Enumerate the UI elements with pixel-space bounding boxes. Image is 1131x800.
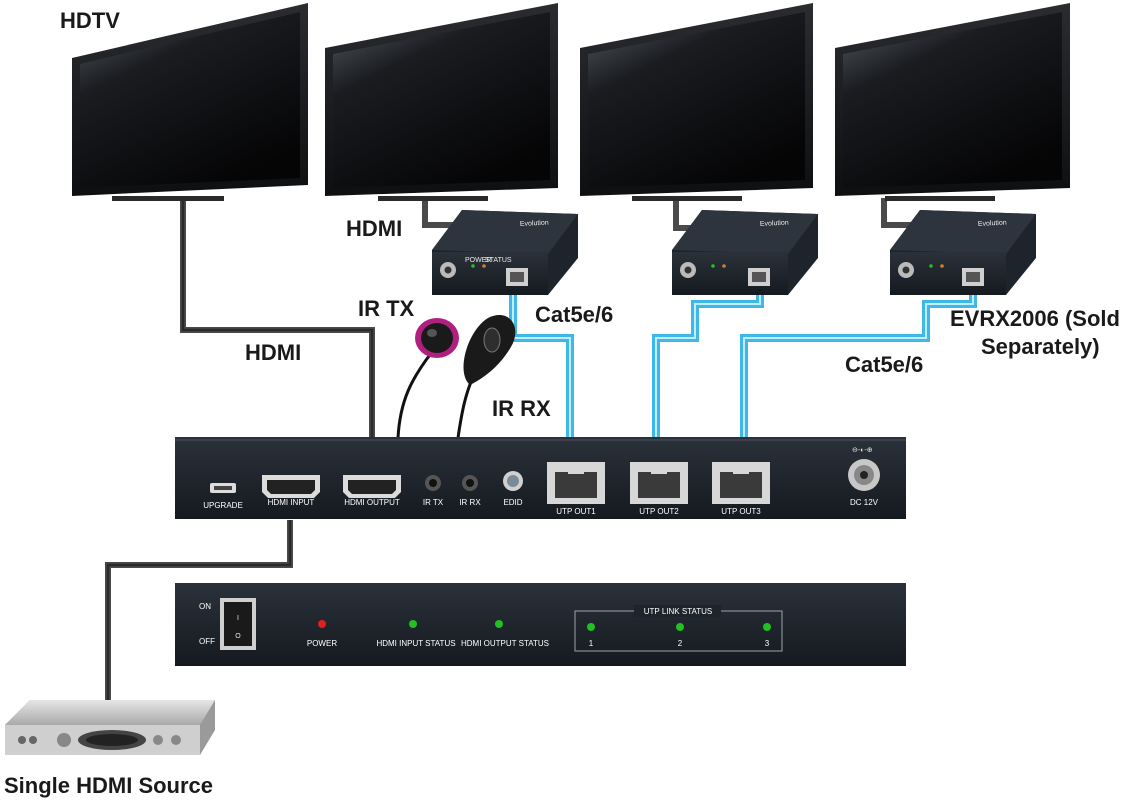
cat-label-top: Cat5e/6 — [535, 302, 614, 327]
cat-cable-1 — [509, 292, 574, 438]
port-label-hdmi-input: HDMI INPUT — [268, 498, 315, 507]
evrx-label-line2: Separately) — [981, 334, 1100, 359]
svg-text:POWER: POWER — [465, 257, 491, 264]
front-panel: ON OFF I O POWER HDMI INPUT STATUS HDMI … — [175, 583, 906, 666]
utp-out1-port — [547, 462, 605, 504]
hdmi-input-port — [262, 475, 320, 498]
port-label-hdmi-output: HDMI OUTPUT — [344, 498, 400, 507]
utp-link-status-label: UTP LINK STATUS — [644, 607, 712, 616]
hdmi-input-status-label: HDMI INPUT STATUS — [376, 639, 455, 648]
ir-rx-sensor — [463, 315, 516, 385]
port-label-dc-12v: DC 12V — [850, 498, 879, 507]
hdmi-output-status-led — [495, 620, 503, 628]
port-label-ir-rx: IR RX — [459, 498, 481, 507]
evrx-label-line1: EVRX2006 (Sold — [950, 306, 1120, 331]
ir-tx-cable — [396, 351, 434, 439]
svg-text:I: I — [237, 615, 239, 622]
hdmi-cable-tv2 — [422, 200, 462, 228]
utp-out2-port — [630, 462, 688, 504]
utp-link-led-2 — [676, 623, 684, 631]
switch-on-label: ON — [199, 602, 211, 611]
utp-number-2: 2 — [678, 639, 683, 648]
cat-label-bottom: Cat5e/6 — [845, 352, 924, 377]
ir-rx-label: IR RX — [492, 396, 551, 421]
hdtv-3 — [580, 3, 813, 201]
receiver-1: Evolution POWER STATUS — [432, 210, 578, 295]
port-label-utp-out2: UTP OUT2 — [639, 507, 679, 516]
hdmi-label-left: HDMI — [245, 340, 302, 365]
svg-text:O: O — [235, 633, 241, 640]
port-label-upgrade: UPGRADE — [203, 501, 243, 510]
utp-link-led-3 — [763, 623, 771, 631]
svg-text:Evolution: Evolution — [760, 219, 789, 228]
cat-cable-3 — [740, 292, 977, 438]
svg-text:STATUS: STATUS — [485, 257, 512, 264]
utp-out3-port — [712, 462, 770, 504]
hdmi-cable-tv4 — [881, 198, 920, 228]
utp-number-1: 1 — [589, 639, 594, 648]
port-label-edid: EDID — [503, 498, 522, 507]
utp-number-3: 3 — [765, 639, 770, 648]
ir-tx-emitter — [415, 318, 459, 358]
switch-off-label: OFF — [199, 637, 215, 646]
hdtv-2 — [325, 3, 558, 201]
svg-text:Evolution: Evolution — [978, 219, 1007, 228]
receiver-3: Evolution — [890, 210, 1036, 295]
hdmi-output-status-label: HDMI OUTPUT STATUS — [461, 639, 549, 648]
power-label: POWER — [307, 639, 337, 648]
hdmi-label-top: HDMI — [346, 216, 403, 241]
utp-link-led-1 — [587, 623, 595, 631]
svg-text:⊖-◐-⊕: ⊖-◐-⊕ — [852, 447, 873, 454]
receiver-2: Evolution — [672, 210, 818, 295]
hdmi-output-port — [343, 475, 401, 498]
source-label: Single HDMI Source — [4, 773, 214, 798]
port-label-utp-out3: UTP OUT3 — [721, 507, 761, 516]
cat-cable-2 — [652, 292, 764, 438]
back-panel: ⊖-◐-⊕ UPGRADE HDMI INPUT HDMI OUTPUT IR … — [175, 437, 906, 519]
port-label-utp-out1: UTP OUT1 — [556, 507, 596, 516]
power-switch[interactable]: I O — [220, 598, 256, 650]
ir-rx-cable — [456, 374, 476, 439]
hdtv-1 — [72, 3, 308, 201]
ir-tx-label: IR TX — [358, 296, 415, 321]
port-label-ir-tx: IR TX — [423, 498, 444, 507]
receiver-brand: Evolution — [520, 219, 549, 228]
hdmi-input-status-led — [409, 620, 417, 628]
power-led — [318, 620, 326, 628]
hdtv-4 — [835, 3, 1070, 201]
hdmi-cable-tv1 — [180, 200, 375, 438]
hdtv-label: HDTV — [60, 8, 120, 33]
hdmi-source-device — [5, 700, 215, 755]
